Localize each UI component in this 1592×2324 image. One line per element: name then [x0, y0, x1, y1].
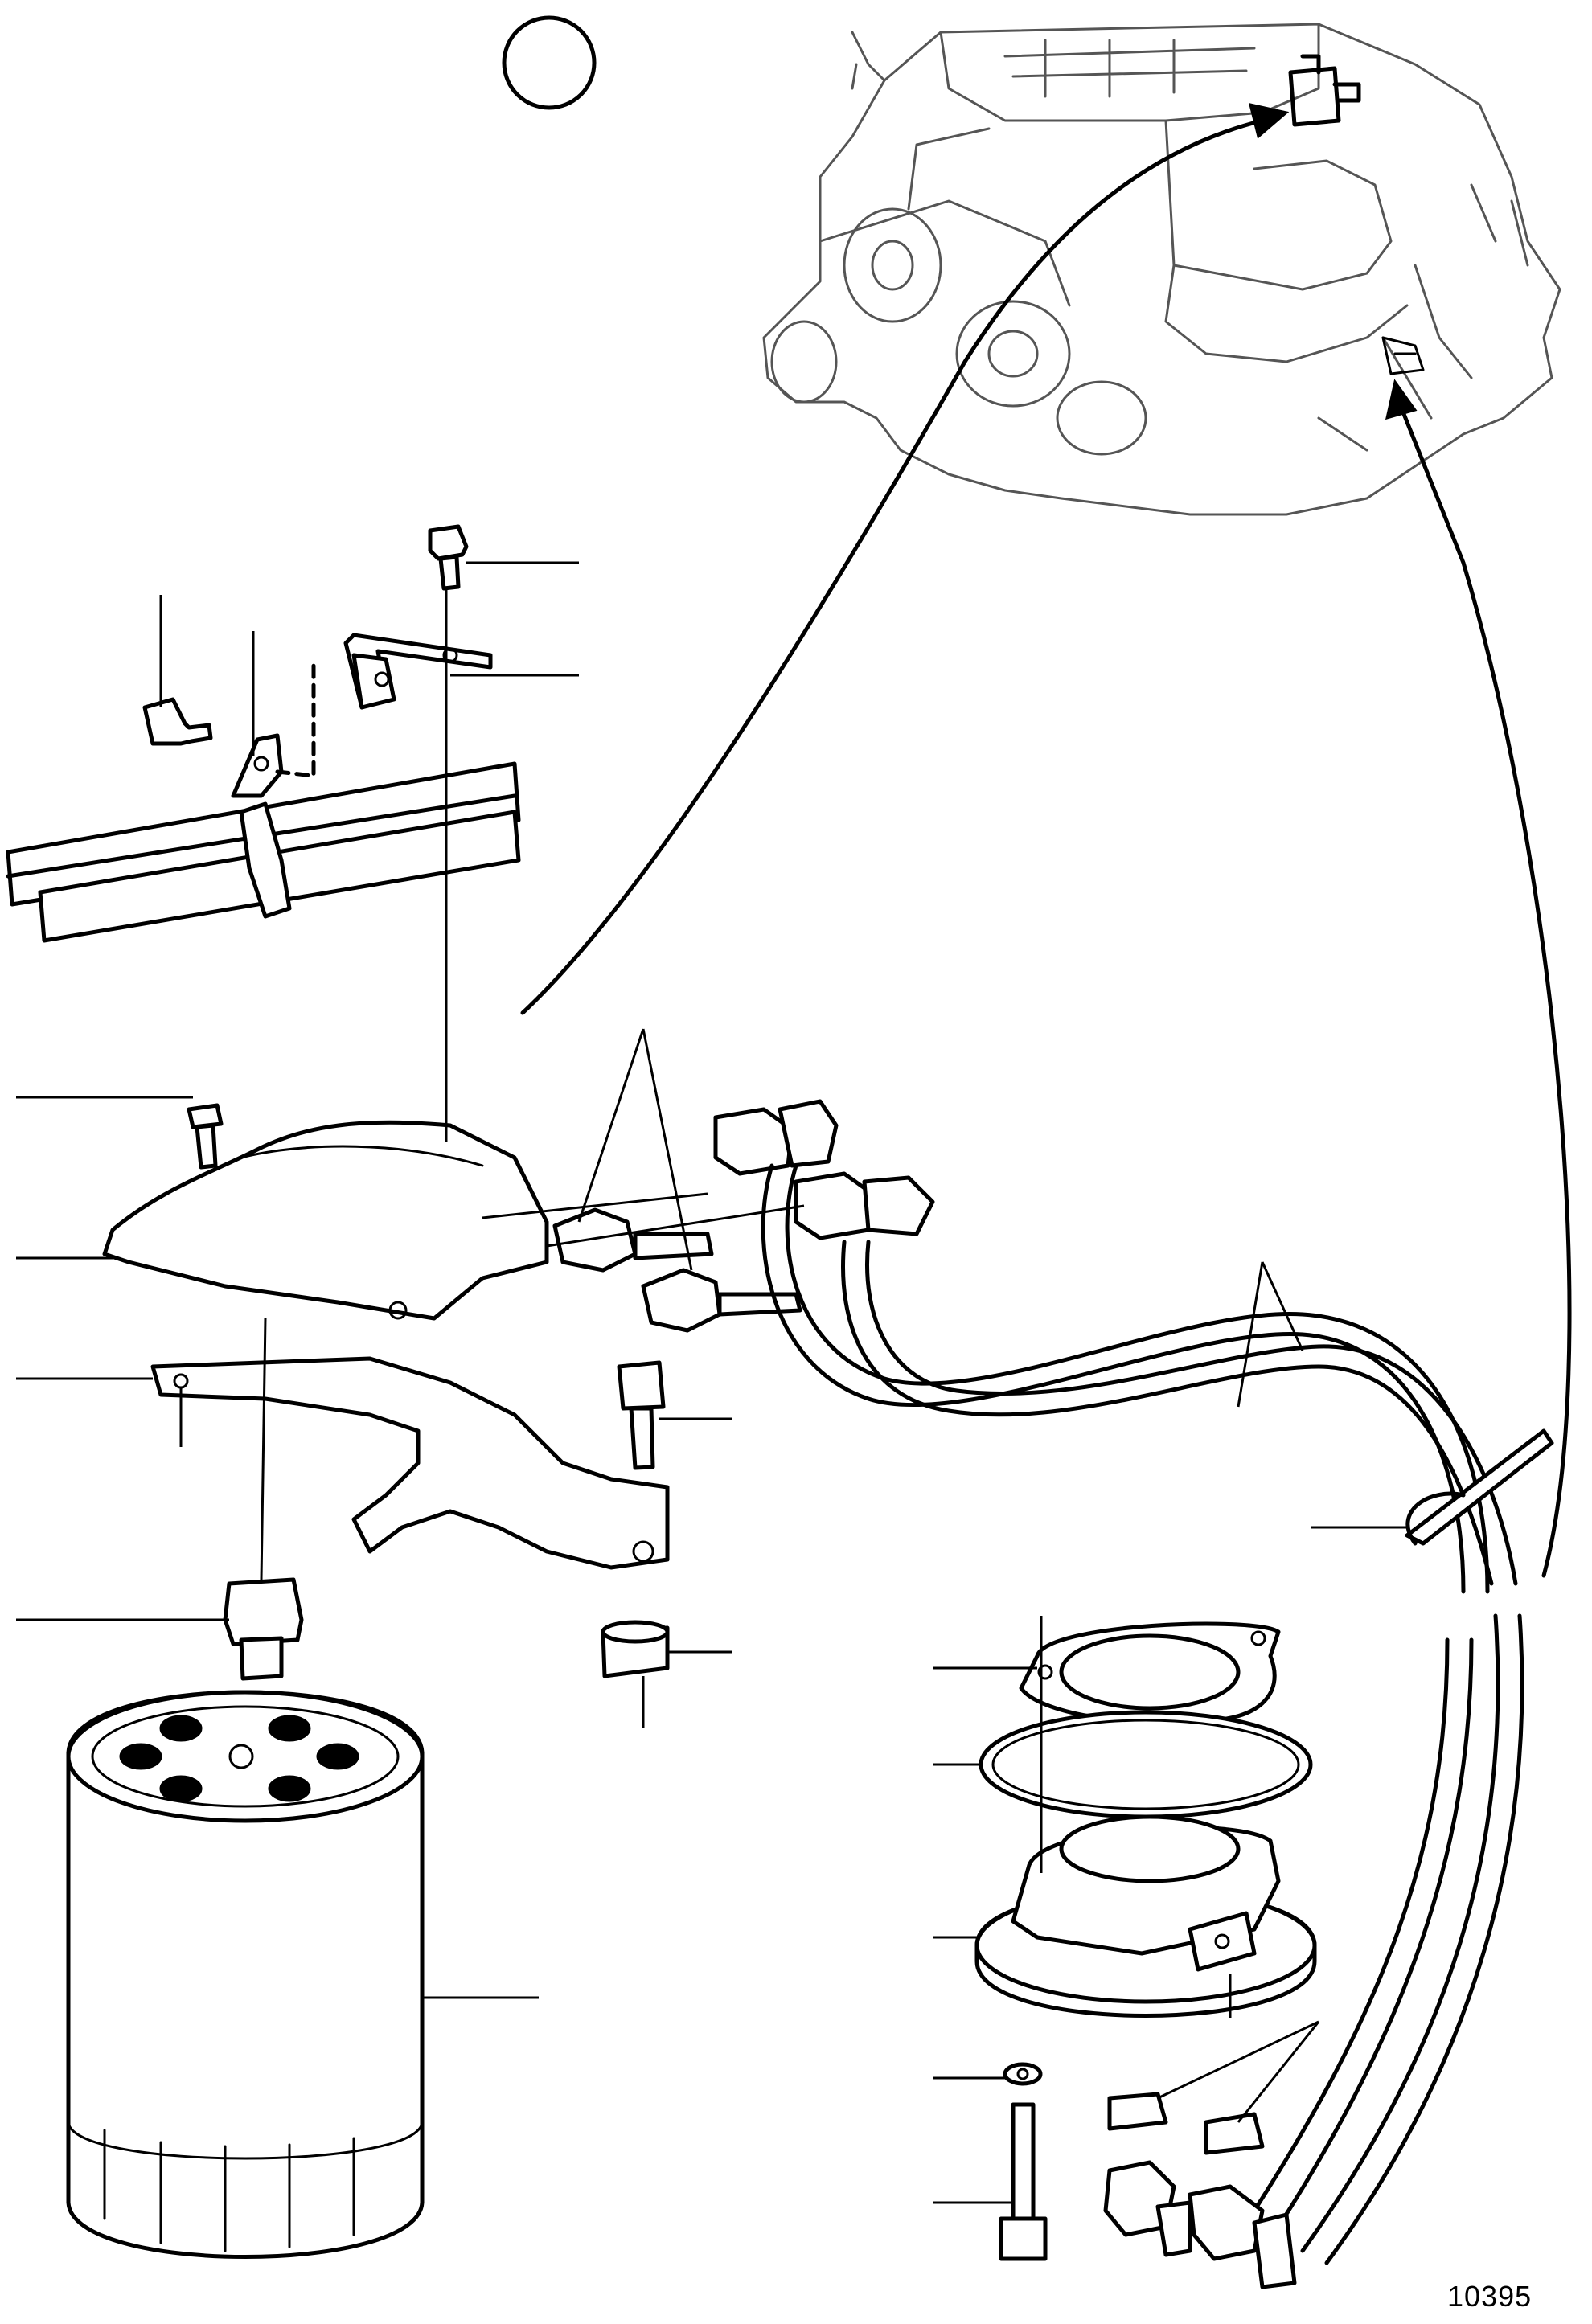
filter-bracket-icon	[150, 1356, 670, 1678]
arrow-to-upper-sender-icon	[520, 103, 1290, 1015]
engine-icon	[762, 23, 1561, 516]
oil-filter-icon	[66, 1690, 425, 2259]
adapter-plate-icon	[974, 1621, 1317, 2289]
cable-tie-icon	[1405, 1428, 1554, 1546]
callout-circle-icon	[502, 15, 597, 110]
hose-clamp-icon	[6, 524, 521, 943]
figure-number: 10395	[1447, 2280, 1533, 2313]
oil-hoses-icon	[761, 1163, 1524, 2265]
leader-lines	[16, 561, 1407, 2204]
arrow-to-lower-sender-icon	[1385, 379, 1572, 1578]
nipple-icon	[223, 1577, 304, 1681]
filter-cover-icon	[102, 1103, 549, 1321]
